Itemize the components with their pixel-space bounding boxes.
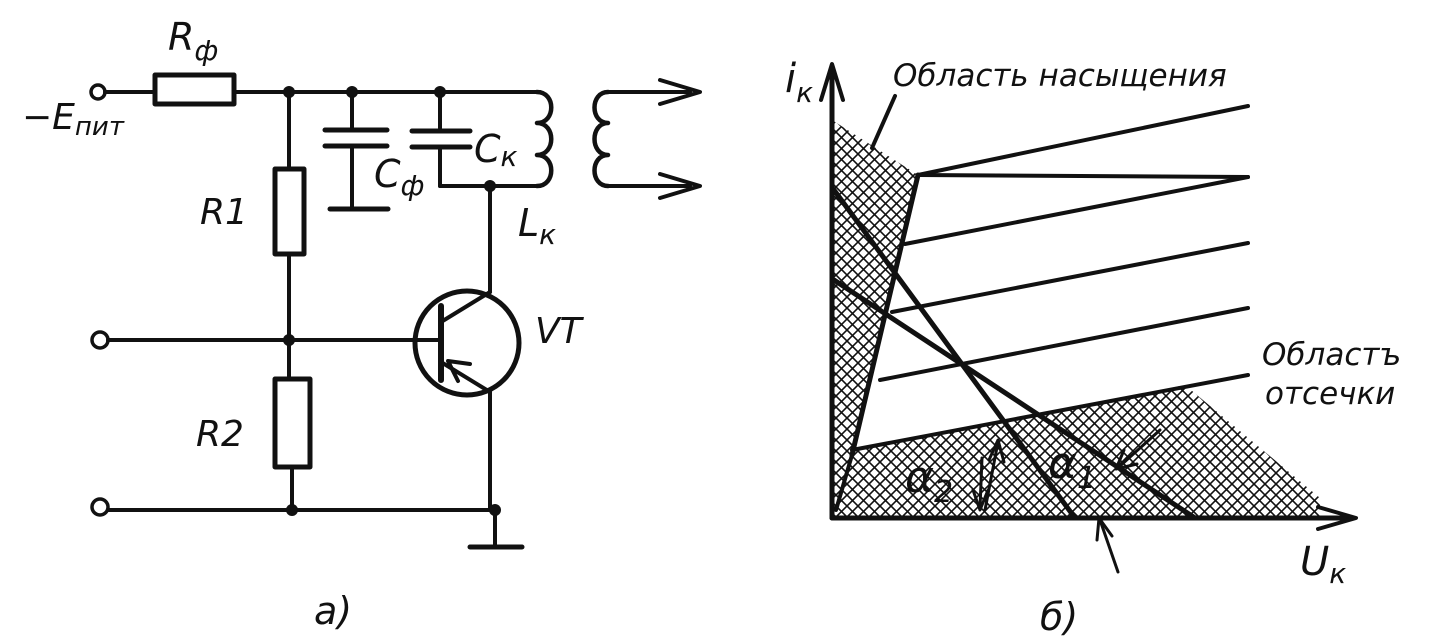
output-arrowhead-bottom [658,172,702,200]
cutoff-label-line1: Областъ [1262,337,1401,373]
alpha2-arrow-shaft [983,440,1000,512]
output-arrowhead-top [658,78,702,106]
lk-inductor [534,89,554,189]
alpha1-arrowhead-bottom [1095,516,1114,542]
alpha2-arrow-lower [978,456,984,510]
junction-dot [286,504,298,516]
vt-collector-lead [439,290,492,324]
junction-dot [283,86,295,98]
graph-caption: б) [1040,595,1078,639]
supply-label: −Eпит [22,97,125,142]
alpha1-arrowhead [1114,448,1139,471]
cf-label: Cф [374,152,425,202]
junction-dot [346,86,358,98]
supply-terminal [89,83,107,101]
ck-label: Cк [474,127,518,173]
saturation-label-pointer [870,94,897,150]
load-line-alpha1 [831,277,1198,521]
characteristic-curve [916,104,1250,177]
junction-dot [484,180,496,192]
x-axis-label: Uк [1300,539,1346,590]
alpha1-arrow-bottom [1098,518,1120,574]
r2-label: R2 [196,414,244,455]
saturation-label: Область насыщения [893,58,1227,94]
vt-transistor-body [412,288,522,398]
input-terminal-top [90,330,110,350]
junction-dot [434,86,446,98]
r1-label: R1 [200,192,248,233]
y-axis-label: iк [785,56,813,109]
lk-label: Lк [518,201,556,251]
saturation-to-origin [834,453,854,512]
characteristic-curve [878,306,1250,382]
junction-dot [489,504,501,516]
y-axis-arrowhead [819,62,845,102]
rf-label: Rф [168,15,218,67]
amplifier-circuit: −Eпит Rф R1 R2 Cф Cк Lк VT а) [22,15,702,633]
characteristic-curve [916,173,1250,179]
alpha1-label: α1 [1048,438,1096,496]
alpha1-arrow-shaft [1118,428,1162,468]
alpha2-arrowhead [987,438,1006,464]
r2-resistor [272,376,313,470]
vt-emitter-lead [439,360,492,394]
vt-emitter-arrow [446,359,472,383]
characteristic-curve [903,175,1250,246]
rf-resistor [152,72,237,107]
output-characteristics-graph: iк Uк Область насыщения Областъ отсечки … [785,56,1401,639]
cutoff-region [832,385,1320,518]
vt-label: VT [535,311,585,352]
input-terminal-bottom [90,497,110,517]
cutoff-boundary-curve [850,373,1250,452]
cutoff-label-line2: отсечки [1265,376,1395,412]
r1-resistor [272,166,307,257]
load-line-alpha2 [831,187,1078,521]
alpha2-arrowhead-lower [971,488,990,512]
characteristic-curve [890,241,1250,314]
alpha2-label: α2 [905,452,953,510]
x-axis-arrowhead [1316,505,1358,531]
output-secondary-coil [592,89,611,189]
circuit-caption: а) [314,589,352,633]
junction-dot [283,334,295,346]
